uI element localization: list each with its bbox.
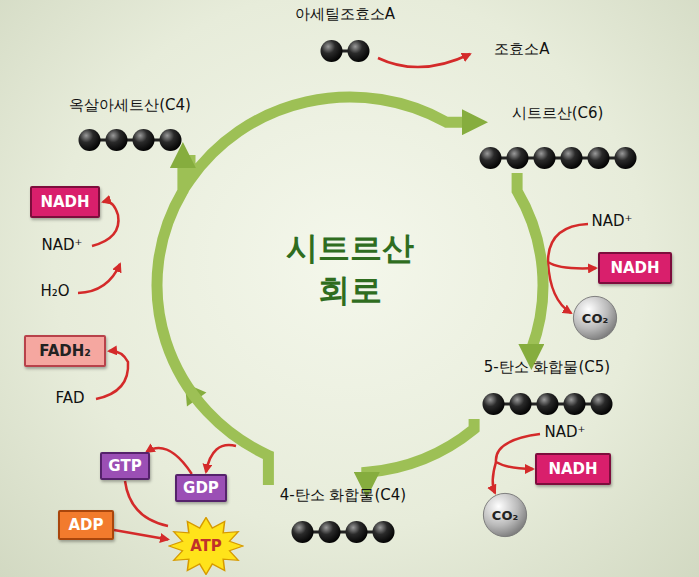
product-box: FADH₂: [24, 335, 106, 367]
molecule-name: 시트르산(C6): [475, 103, 640, 123]
chemical-label: NAD⁺: [535, 423, 595, 441]
carbon-ball: [560, 147, 582, 169]
ball-chain: [76, 127, 184, 153]
molecule-name: 아세틸조효소A: [280, 4, 410, 24]
node-label: GTP: [108, 457, 141, 475]
node-label: CO₂: [582, 311, 608, 326]
carbon-ball: [348, 40, 370, 62]
co2-disc: [573, 296, 616, 339]
molecule-chain: 4-탄소 화합물(C4): [268, 485, 418, 547]
reaction-arrow: [548, 224, 596, 268]
node-label: ATP: [190, 537, 222, 555]
reaction-arrow: [206, 445, 236, 472]
product-box: NADH: [30, 186, 100, 218]
ball-chain: [480, 391, 615, 417]
carbon-ball: [106, 129, 128, 151]
node-label: NADH: [548, 460, 597, 478]
carbon-ball: [482, 393, 504, 415]
node-label: CO₂: [492, 508, 518, 523]
chemical-label: FAD: [45, 389, 95, 407]
node-label: NADH: [40, 193, 89, 211]
cycle-title: 시트르산 회로: [270, 228, 430, 311]
molecule-chain: 아세틸조효소A: [280, 4, 410, 66]
molecule-name: 5-탄소 화합물(C5): [452, 357, 642, 377]
reaction-arrow: [548, 262, 571, 313]
carbon-ball: [479, 147, 501, 169]
carbon-ball: [79, 129, 101, 151]
reaction-arrow: [147, 448, 192, 474]
node-label: FADH₂: [39, 342, 91, 360]
product-box: NADH: [535, 453, 611, 485]
ball-chain: [477, 145, 639, 171]
reaction-arrow: [114, 530, 168, 540]
energy-box: GTP: [100, 452, 150, 480]
molecule-chain: 옥살아세트산(C4): [45, 95, 215, 155]
co2-circle: CO₂: [482, 492, 528, 538]
energy-box: GDP: [175, 474, 227, 502]
ball-chain: [318, 38, 372, 64]
carbon-ball: [133, 129, 155, 151]
chain-bond: [303, 531, 384, 534]
cycle-arrow: [367, 419, 474, 485]
carbon-ball: [587, 147, 609, 169]
star-outline: [169, 518, 243, 575]
carbon-ball: [614, 147, 636, 169]
chemical-label: 조효소A: [477, 40, 567, 59]
carbon-ball: [536, 393, 558, 415]
carbon-ball: [509, 393, 531, 415]
product-box: NADH: [598, 252, 672, 284]
carbon-ball: [563, 393, 585, 415]
carbon-ball: [590, 393, 612, 415]
carbon-ball: [506, 147, 528, 169]
co2-circle: CO₂: [572, 295, 618, 341]
carbon-ball: [321, 40, 343, 62]
release-arrow: [378, 54, 470, 67]
reaction-arrow: [78, 264, 120, 293]
reaction-arrow: [496, 434, 540, 469]
carbon-ball: [373, 521, 395, 543]
carbon-ball: [346, 521, 368, 543]
energy-box: ADP: [58, 510, 114, 540]
node-label: ADP: [68, 516, 103, 534]
cycle-arrow: [190, 97, 475, 180]
atp-star: ATP: [168, 517, 244, 575]
chemical-label: NAD⁺: [32, 236, 92, 254]
molecule-name: 4-탄소 화합물(C4): [268, 485, 418, 505]
carbon-ball: [160, 129, 182, 151]
chemical-label: H₂O: [30, 282, 80, 300]
node-label: GDP: [183, 479, 219, 497]
molecule-name: 옥살아세트산(C4): [45, 95, 215, 115]
ball-chain: [289, 519, 397, 545]
carbon-ball: [319, 521, 341, 543]
carbon-ball: [292, 521, 314, 543]
reaction-line: [125, 481, 168, 526]
chain-bond: [90, 139, 171, 142]
chemical-label: NAD⁺: [582, 212, 642, 230]
molecule-chain: 시트르산(C6): [475, 103, 640, 173]
cycle-arrow: [517, 173, 543, 357]
cycle-arrow: [157, 155, 268, 485]
reaction-arrow: [493, 462, 496, 493]
molecule-chain: 5-탄소 화합물(C5): [452, 357, 642, 419]
co2-disc: [483, 493, 526, 536]
node-label: NADH: [610, 259, 659, 277]
carbon-ball: [533, 147, 555, 169]
